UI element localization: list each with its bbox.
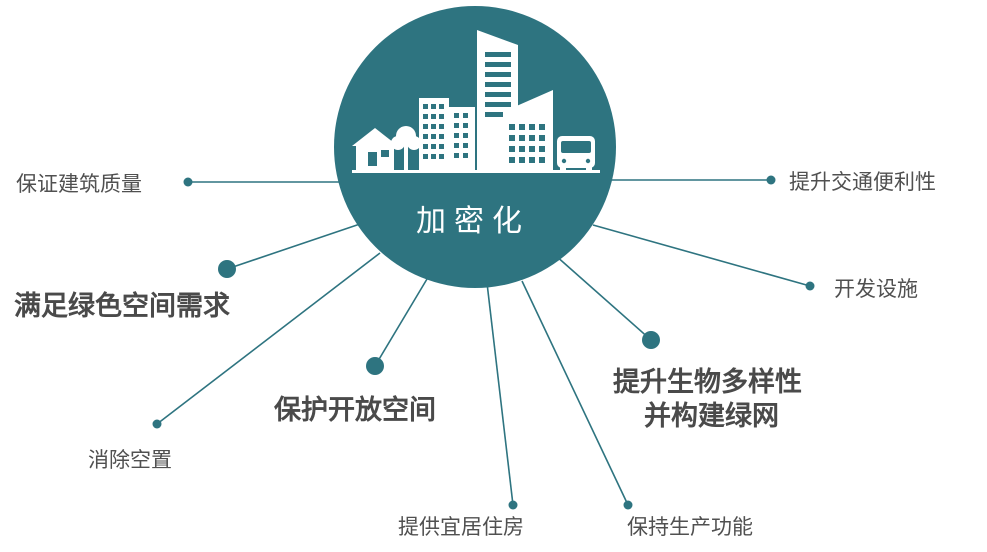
dot-quality xyxy=(183,177,193,187)
house-icon xyxy=(352,128,398,171)
dot-biodiversity xyxy=(642,331,660,349)
city-illustration xyxy=(352,30,600,173)
label-open: 保护开放空间 xyxy=(274,395,436,426)
skyscraper-icon xyxy=(477,30,553,171)
building-icon xyxy=(419,98,475,171)
label-green: 满足绿色空间需求 xyxy=(14,291,230,322)
label-transport: 提升交通便利性 xyxy=(789,170,936,194)
connector-facilities xyxy=(592,224,811,287)
bus-icon xyxy=(557,136,595,172)
dot-housing xyxy=(508,500,518,510)
label-vacancy: 消除空置 xyxy=(88,448,172,472)
connector-vacancy xyxy=(156,252,381,425)
connector-open xyxy=(374,273,431,367)
label-housing: 提供宜居住房 xyxy=(398,515,524,539)
label-facilities: 开发设施 xyxy=(834,277,918,301)
dot-vacancy xyxy=(152,419,162,429)
label-production: 保持生产功能 xyxy=(627,515,753,539)
connector-green xyxy=(226,223,361,270)
connector-biodiversity xyxy=(554,254,652,341)
dot-facilities xyxy=(805,281,815,291)
connector-housing xyxy=(486,282,514,506)
dot-production xyxy=(623,500,633,510)
center-title: 加密化 xyxy=(416,204,530,239)
tree-icon xyxy=(391,126,421,171)
label-biodiversity-line2: 并构建绿网 xyxy=(644,401,779,432)
label-biodiversity-line1: 提升生物多样性 xyxy=(613,367,802,398)
dot-transport xyxy=(766,175,776,185)
dot-green xyxy=(218,260,236,278)
label-quality: 保证建筑质量 xyxy=(16,172,142,196)
connector-production xyxy=(521,280,629,506)
dot-open xyxy=(366,357,384,375)
